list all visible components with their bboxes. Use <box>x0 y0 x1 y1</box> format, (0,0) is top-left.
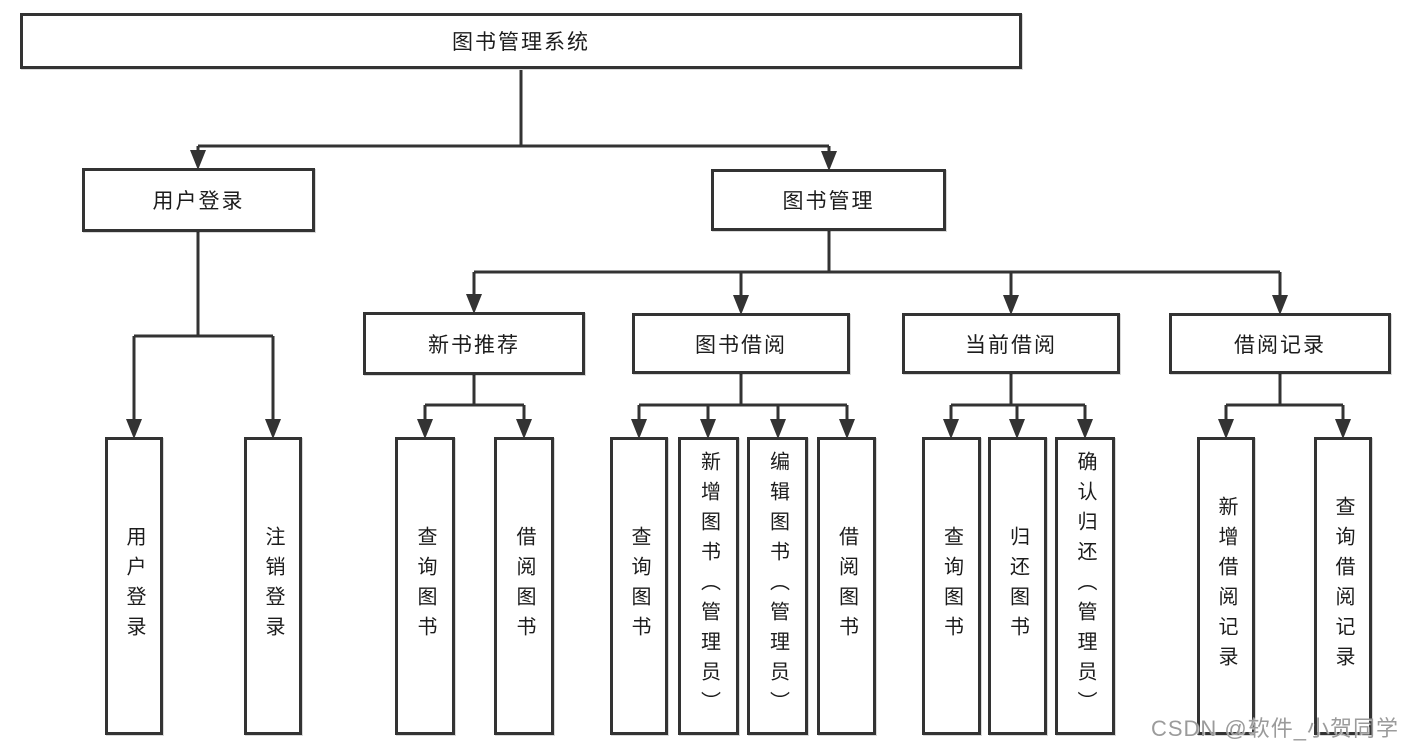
arrowhead-icon <box>1218 419 1234 439</box>
arrowhead-icon <box>821 151 837 171</box>
arrowhead-icon <box>190 150 206 170</box>
node-bb-borrow-books: 借阅图书 <box>817 437 876 735</box>
node-label: 新增图书（管理员） <box>697 451 720 721</box>
arrowhead-icon <box>1077 419 1093 439</box>
node-cb-confirm-return-admin: 确认归还（管理员） <box>1055 437 1115 735</box>
arrowhead-icon <box>1272 295 1288 315</box>
node-user-login-group: 用户登录 <box>82 168 315 232</box>
node-book-management: 图书管理 <box>711 169 946 231</box>
node-label: 查询图书 <box>414 526 436 646</box>
arrowhead-icon <box>943 419 959 439</box>
arrowhead-icon <box>1009 419 1025 439</box>
node-br-add-record: 新增借阅记录 <box>1197 437 1255 735</box>
node-cb-return-books: 归还图书 <box>988 437 1047 735</box>
node-rec-borrow-books: 借阅图书 <box>494 437 554 735</box>
node-label: 新书推荐 <box>428 333 520 357</box>
node-label: 查询借阅记录 <box>1332 496 1354 676</box>
node-label: 图书管理 <box>782 190 875 213</box>
arrowhead-icon <box>770 419 786 439</box>
arrowhead-icon <box>733 295 749 315</box>
node-label: 图书借阅 <box>695 333 787 357</box>
node-bb-query-books: 查询图书 <box>610 437 668 735</box>
arrowhead-icon <box>126 419 142 439</box>
arrowhead-icon <box>417 419 433 439</box>
arrowhead-icon <box>1335 419 1351 439</box>
arrowhead-icon <box>839 419 855 439</box>
node-label: 借阅图书 <box>835 526 858 646</box>
node-label: 借阅记录 <box>1234 333 1326 357</box>
node-label: 注销登录 <box>262 526 284 646</box>
node-label: 用户登录 <box>152 190 245 213</box>
node-label: 查询图书 <box>628 526 650 646</box>
arrowhead-icon <box>631 419 647 439</box>
arrowhead-icon <box>516 419 532 439</box>
node-label: 编辑图书（管理员） <box>766 451 789 721</box>
arrowhead-icon <box>700 419 716 439</box>
node-user-login: 用户登录 <box>105 437 163 735</box>
node-current-borrowing: 当前借阅 <box>902 313 1120 374</box>
node-bb-add-books-admin: 新增图书（管理员） <box>678 437 739 735</box>
node-borrowing-records: 借阅记录 <box>1169 313 1391 374</box>
node-bb-edit-books-admin: 编辑图书（管理员） <box>747 437 808 735</box>
arrowhead-icon <box>265 419 281 439</box>
node-rec-query-books: 查询图书 <box>395 437 455 735</box>
node-label: 新增借阅记录 <box>1215 496 1237 676</box>
node-label: 用户登录 <box>123 526 145 646</box>
node-book-borrowing: 图书借阅 <box>632 313 850 374</box>
node-label: 查询图书 <box>940 526 963 646</box>
node-new-book-recommend: 新书推荐 <box>363 312 585 375</box>
watermark: CSDN @软件_小贺同学 <box>1150 716 1399 741</box>
node-logout: 注销登录 <box>244 437 302 735</box>
arrowhead-icon <box>1003 295 1019 315</box>
node-label: 借阅图书 <box>513 526 535 646</box>
node-library-system: 图书管理系统 <box>20 13 1022 69</box>
node-cb-query-books: 查询图书 <box>922 437 981 735</box>
node-label: 当前借阅 <box>965 333 1057 357</box>
node-label: 归还图书 <box>1006 526 1029 646</box>
node-br-query-record: 查询借阅记录 <box>1314 437 1372 735</box>
arrowhead-icon <box>466 294 482 314</box>
node-label: 确认归还（管理员） <box>1074 451 1096 721</box>
node-label: 图书管理系统 <box>452 31 590 54</box>
